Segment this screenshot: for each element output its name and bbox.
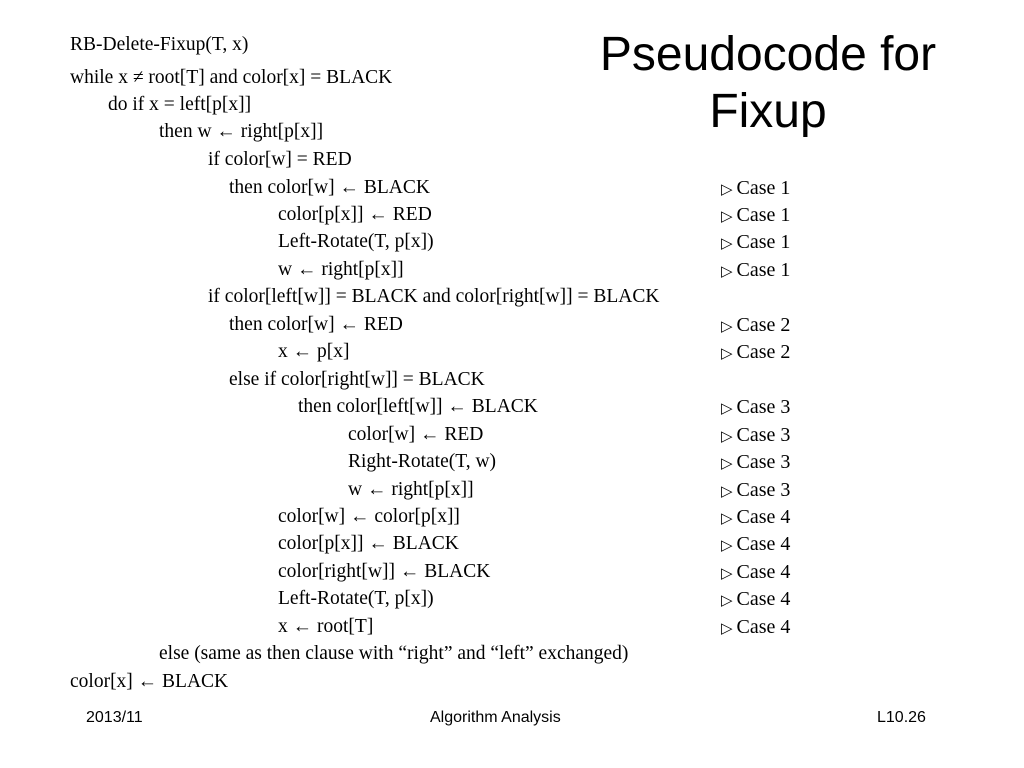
case-comment: ▷Case 3 xyxy=(721,450,790,475)
code-line: then color[left[w]] ← BLACK xyxy=(298,396,538,417)
triangle-icon: ▷ xyxy=(721,536,733,554)
case-comment: ▷Case 2 xyxy=(721,340,790,365)
case-comment: ▷Case 1 xyxy=(721,258,790,283)
code-line: Left-Rotate(T, p[x]) xyxy=(278,588,434,609)
triangle-icon: ▷ xyxy=(721,344,733,362)
case-label: Case 4 xyxy=(736,561,791,583)
code-line: color[w] ← RED xyxy=(348,424,484,445)
triangle-icon: ▷ xyxy=(721,564,733,582)
triangle-icon: ▷ xyxy=(721,509,733,527)
code-line: w ← right[p[x]] xyxy=(278,259,404,280)
footer-course: Algorithm Analysis xyxy=(430,709,561,726)
code-line: Left-Rotate(T, p[x]) xyxy=(278,231,434,252)
case-comment: ▷Case 3 xyxy=(721,423,790,448)
code-line: then w ← right[p[x]] xyxy=(159,121,324,142)
code-line: else if color[right[w]] = BLACK xyxy=(229,369,485,390)
case-comment: ▷Case 3 xyxy=(721,478,790,503)
case-label: Case 1 xyxy=(736,259,791,281)
case-comment: ▷Case 4 xyxy=(721,505,790,530)
code-line: color[w] ← color[p[x]] xyxy=(278,506,460,527)
code-line: if color[left[w]] = BLACK and color[righ… xyxy=(208,286,660,307)
triangle-icon: ▷ xyxy=(721,180,733,198)
footer-slide-number: L10.26 xyxy=(877,709,926,726)
case-label: Case 4 xyxy=(736,533,791,555)
triangle-icon: ▷ xyxy=(721,399,733,417)
case-label: Case 3 xyxy=(736,424,791,446)
footer-date: 2013/11 xyxy=(86,709,143,726)
triangle-icon: ▷ xyxy=(721,427,733,445)
triangle-icon: ▷ xyxy=(721,482,733,500)
case-label: Case 4 xyxy=(736,588,791,610)
case-label: Case 3 xyxy=(736,451,791,473)
code-line: x ← p[x] xyxy=(278,341,350,362)
code-line: x ← root[T] xyxy=(278,616,374,637)
code-line: Right-Rotate(T, w) xyxy=(348,451,497,472)
triangle-icon: ▷ xyxy=(721,207,733,225)
case-comment: ▷Case 1 xyxy=(721,230,790,255)
triangle-icon: ▷ xyxy=(721,454,733,472)
slide-title-line-1: Pseudocode for xyxy=(599,28,937,81)
case-label: Case 2 xyxy=(736,314,791,336)
triangle-icon: ▷ xyxy=(721,619,733,637)
triangle-icon: ▷ xyxy=(721,317,733,335)
code-line: while x ≠ root[T] and color[x] = BLACK xyxy=(70,67,393,88)
code-line: color[p[x]] ← BLACK xyxy=(278,533,459,554)
code-line: w ← right[p[x]] xyxy=(348,479,474,500)
case-comment: ▷Case 3 xyxy=(721,395,790,420)
triangle-icon: ▷ xyxy=(721,591,733,609)
triangle-icon: ▷ xyxy=(721,234,733,252)
case-label: Case 4 xyxy=(736,616,791,638)
code-line: color[p[x]] ← RED xyxy=(278,204,432,225)
triangle-icon: ▷ xyxy=(721,262,733,280)
case-label: Case 1 xyxy=(736,177,791,199)
code-line: color[x] ← BLACK xyxy=(70,671,229,692)
slide-title-line-2: Fixup xyxy=(709,85,827,138)
case-label: Case 1 xyxy=(736,204,791,226)
case-comment: ▷Case 1 xyxy=(721,176,790,201)
case-label: Case 4 xyxy=(736,506,791,528)
code-line: if color[w] = RED xyxy=(208,149,352,170)
case-comment: ▷Case 2 xyxy=(721,313,790,338)
pseudocode-block: RB-Delete-Fixup(T, x) while x ≠ root[T] … xyxy=(70,34,790,692)
case-comment: ▷Case 4 xyxy=(721,560,790,585)
code-line: do if x = left[p[x]] xyxy=(108,94,252,115)
case-comment: ▷Case 4 xyxy=(721,615,790,640)
code-line: then color[w] ← RED xyxy=(229,314,403,335)
case-label: Case 2 xyxy=(736,341,791,363)
case-comment: ▷Case 1 xyxy=(721,203,790,228)
case-comment: ▷Case 4 xyxy=(721,587,790,612)
slide-title: Pseudocode for Fixup xyxy=(520,26,1016,140)
case-label: Case 1 xyxy=(736,231,791,253)
code-line: color[right[w]] ← BLACK xyxy=(278,561,491,582)
case-label: Case 3 xyxy=(736,396,791,418)
case-comment: ▷Case 4 xyxy=(721,532,790,557)
pseudocode-header: RB-Delete-Fixup(T, x) xyxy=(70,34,249,55)
code-line: then color[w] ← BLACK xyxy=(229,177,430,198)
code-line: else (same as then clause with “right” a… xyxy=(159,643,629,664)
case-label: Case 3 xyxy=(736,479,791,501)
